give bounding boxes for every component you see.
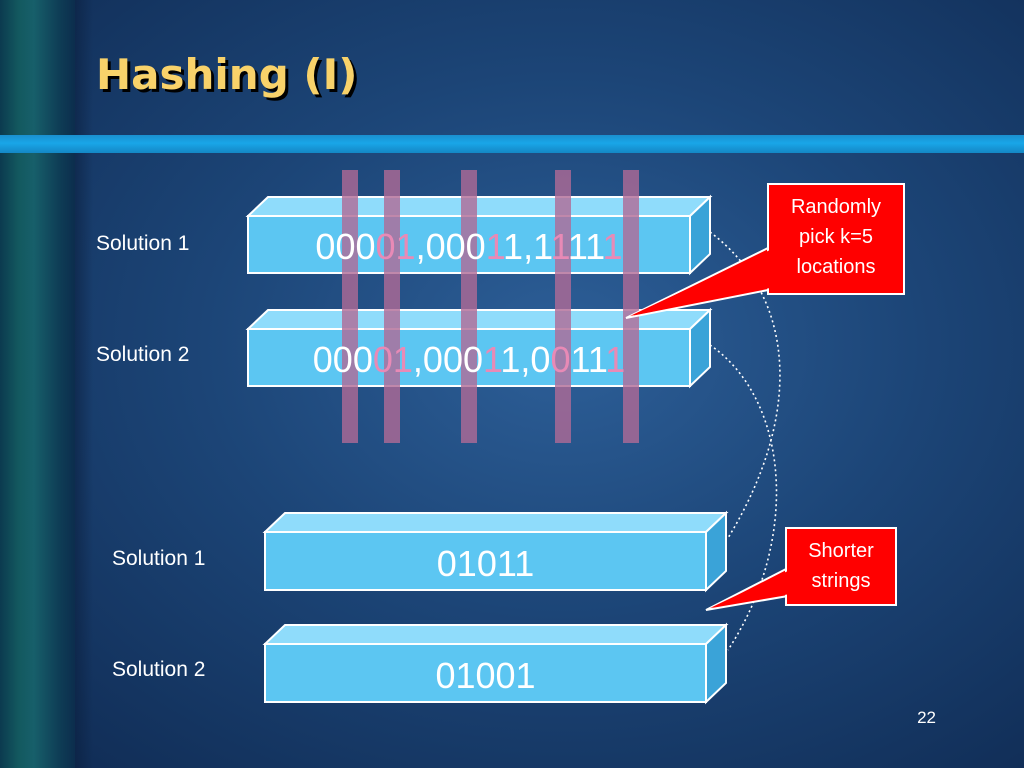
- bit-char: 1: [483, 339, 501, 380]
- bit-char: 0: [422, 339, 443, 380]
- bit-char: 0: [425, 226, 446, 267]
- bit-char: ,: [520, 339, 531, 380]
- bit-char: 0: [355, 226, 376, 267]
- hash-solution-2-bottom: 01001: [435, 655, 536, 696]
- mapping-arrows: [709, 231, 781, 651]
- callout-shorter-line: strings: [811, 570, 871, 592]
- bit-char: 0: [445, 226, 466, 267]
- callout-pick-text: Randomly pick k=5 locations: [768, 192, 904, 282]
- bitstring-solution-2-top: 00001,00011,00111: [248, 339, 690, 381]
- slide-title: Hashing (I): [96, 50, 358, 99]
- bit-char: 0: [462, 339, 484, 380]
- sampled-location-bar: [342, 170, 358, 443]
- bit-char: 1: [550, 226, 568, 267]
- bottom-box-solution-1: [262, 510, 729, 593]
- callout-pick-line: Randomly: [790, 196, 882, 218]
- bitstring-solution-1-top: 00001,00011,11111: [248, 226, 690, 268]
- arrow-top1-to-bottom1: [709, 231, 781, 539]
- bit-char: 0: [442, 339, 463, 380]
- bit-char: ,: [523, 226, 534, 267]
- bit-char: 0: [312, 339, 333, 380]
- sampled-location-bar: [461, 170, 477, 443]
- sampled-location-bar: [623, 170, 639, 443]
- sampled-location-bars: [342, 170, 639, 443]
- left-decorative-band: [0, 0, 75, 768]
- row-label-solution-2-top: Solution 2: [96, 343, 190, 366]
- bit-char: 1: [392, 339, 413, 380]
- bit-char: 1: [395, 226, 416, 267]
- sampled-location-bar: [555, 170, 571, 443]
- band-shadow: [75, 0, 93, 768]
- callout-pick-locations: [625, 183, 905, 319]
- bit-char: 1: [500, 339, 521, 380]
- bit-char: 0: [550, 339, 571, 380]
- bit-char: 0: [375, 226, 396, 267]
- bit-char: 0: [315, 226, 336, 267]
- bit-char: 1: [567, 226, 586, 267]
- sampled-location-bar: [384, 170, 400, 443]
- bit-char: 0: [465, 226, 486, 267]
- page-number: 22: [917, 708, 936, 727]
- row-label-solution-1-top: Solution 1: [96, 232, 190, 255]
- bit-char: 0: [332, 339, 353, 380]
- bit-char: 1: [533, 226, 551, 267]
- title-accent-bar: [0, 135, 1024, 153]
- bottom-box-solution-2: [262, 622, 729, 705]
- bit-char: 1: [585, 226, 603, 267]
- bit-char: 0: [530, 339, 551, 380]
- bit-char: 1: [602, 226, 623, 267]
- bit-char: 0: [352, 339, 373, 380]
- callout-pick-line: locations: [796, 256, 876, 278]
- callout-shorter-strings: [705, 527, 897, 611]
- bit-char: 1: [503, 226, 524, 267]
- bit-char: 1: [570, 339, 588, 380]
- callout-shorter-line: Shorter: [808, 540, 874, 562]
- bit-char: ,: [412, 339, 423, 380]
- bit-char: 1: [587, 339, 606, 380]
- bit-char: 1: [485, 226, 504, 267]
- bit-char: 1: [605, 339, 626, 380]
- bit-char: 0: [335, 226, 356, 267]
- bit-char: 0: [372, 339, 393, 380]
- bit-char: ,: [415, 226, 426, 267]
- callout-pick-line: pick k=5: [799, 226, 873, 248]
- callout-shorter-text: Shorter strings: [786, 536, 896, 596]
- row-label-solution-1-bottom: Solution 1: [112, 547, 206, 570]
- hash-solution-1-bottom: 01011: [436, 543, 535, 584]
- row-label-solution-2-bottom: Solution 2: [112, 658, 206, 681]
